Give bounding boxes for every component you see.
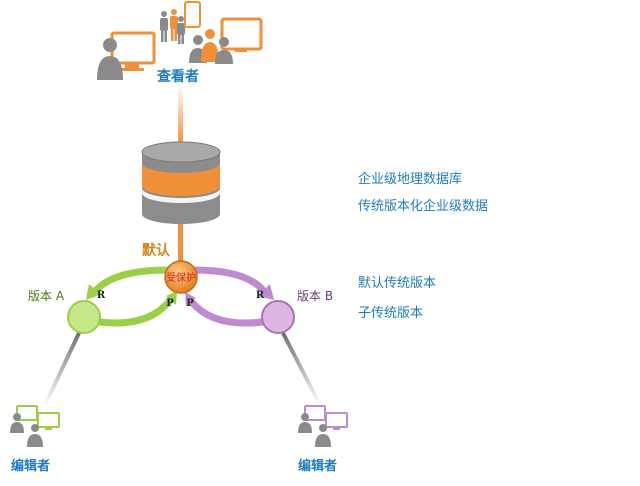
editor-b-icon: [298, 405, 348, 447]
reconcile-arrow-b: [190, 266, 270, 298]
editor-b-connector: [281, 332, 322, 406]
version-a-node: [67, 300, 101, 334]
legend-item-default-version: 默认传统版本: [358, 276, 437, 291]
version-a-reconcile-badge: R: [97, 290, 106, 301]
editor-b-label: 编辑者: [298, 459, 338, 474]
editor-a-connector: [43, 332, 81, 406]
post-arrow-b: [186, 296, 266, 327]
version-b-label: 版本 B: [297, 289, 334, 303]
legend-item-geodatabase: 企业级地理数据库: [358, 172, 463, 187]
version-b-reconcile-badge: R: [256, 290, 265, 301]
legend-item-child-version: 子传统版本: [358, 306, 424, 321]
editor-a-label: 编辑者: [11, 459, 51, 474]
version-a-label: 版本 A: [28, 289, 65, 303]
database-icon: [141, 141, 221, 224]
editor-a-icon: [10, 405, 60, 447]
viewer-group-icon: [97, 1, 263, 80]
viewer-connector-line: [178, 84, 183, 144]
default-connector-line: [178, 224, 183, 266]
default-status-text: 受保护: [166, 271, 196, 284]
version-b-node: [261, 300, 295, 334]
version-a-post-badge: P: [166, 298, 174, 309]
default-version-label: 默认: [142, 243, 170, 259]
default-node: [164, 260, 198, 294]
viewer-label: 查看者: [157, 69, 199, 85]
post-arrow-a: [96, 294, 176, 327]
reconcile-arrow-a: [89, 266, 172, 298]
legend-item-versioned-data: 传统版本化企业级数据: [358, 199, 489, 214]
version-b-post-badge: P: [186, 298, 194, 309]
